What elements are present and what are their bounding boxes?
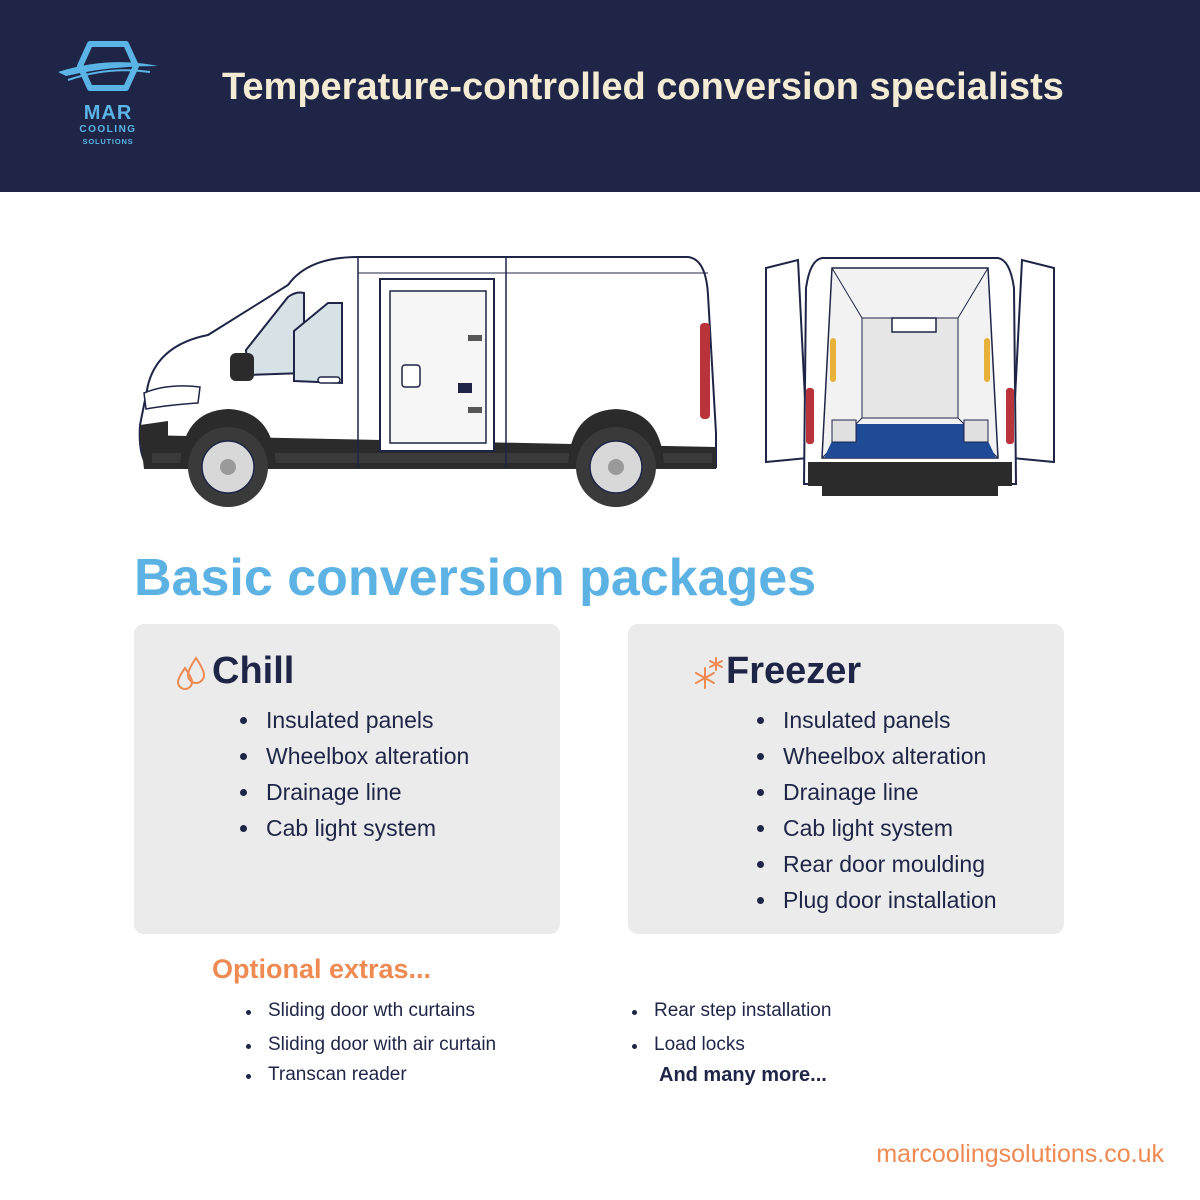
mar-logo[interactable]: MAR COOLING SOLUTIONS <box>52 36 164 156</box>
chill-feature-list: Insulated panels Wheelbox alteration Dra… <box>240 702 469 846</box>
list-item: Drainage line <box>757 774 997 810</box>
extras-list-right: Rear step installation Load locks <box>632 1000 831 1064</box>
extras-title: Optional extras... <box>212 954 432 984</box>
logo-name: MAR <box>83 102 133 124</box>
list-item: Wheelbox alteration <box>240 738 469 774</box>
list-item: Insulated panels <box>240 702 469 738</box>
list-item: Insulated panels <box>757 702 997 738</box>
list-item: Transcan reader <box>246 1064 496 1094</box>
logo-line2: SOLUTIONS <box>82 137 134 146</box>
list-item: Cab light system <box>240 810 469 846</box>
logo-line1: COOLING <box>79 124 137 135</box>
list-item: Plug door installation <box>757 882 997 918</box>
list-item: Wheelbox alteration <box>757 738 997 774</box>
van-side-illustration <box>138 256 717 507</box>
chill-title: Chill <box>212 650 295 692</box>
freezer-title: Freezer <box>726 650 862 692</box>
van-rear-illustration <box>765 257 1055 496</box>
snowflake-icon <box>695 657 723 689</box>
droplets-icon <box>176 656 206 690</box>
list-item: Load locks <box>632 1034 831 1064</box>
list-item: Cab light system <box>757 810 997 846</box>
freezer-feature-list: Insulated panels Wheelbox alteration Dra… <box>757 702 997 918</box>
headline: Temperature-controlled conversion specia… <box>222 66 1064 108</box>
list-item: Drainage line <box>240 774 469 810</box>
chill-package-card: Chill Insulated panels Wheelbox alterati… <box>134 624 560 934</box>
list-item: Sliding door with air curtain <box>246 1034 496 1064</box>
website-link[interactable]: marcoolingsolutions.co.uk <box>876 1140 1164 1168</box>
section-title: Basic conversion packages <box>134 549 817 607</box>
list-item: Sliding door wth curtains <box>246 1000 496 1034</box>
list-item: Rear door moulding <box>757 846 997 882</box>
hexagon-logo-icon <box>58 41 158 91</box>
freezer-package-card: Freezer Insulated panels Wheelbox altera… <box>628 624 1064 934</box>
and-many-more: And many more... <box>659 1064 827 1086</box>
list-item: Rear step installation <box>632 1000 831 1034</box>
extras-list-left: Sliding door wth curtains Sliding door w… <box>246 1000 496 1094</box>
header-bar: MAR COOLING SOLUTIONS Temperature-contro… <box>0 0 1200 192</box>
